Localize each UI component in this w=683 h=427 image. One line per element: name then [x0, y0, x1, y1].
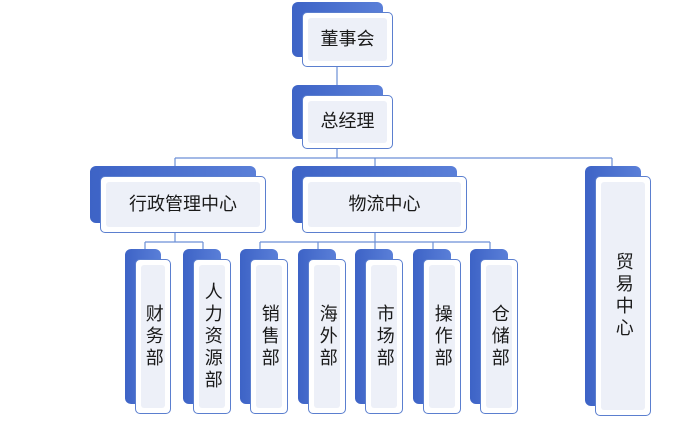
node-operations: 操作部: [413, 249, 461, 414]
node-logistics-center-label: 物流中心: [348, 193, 421, 215]
node-sales: 销售部: [240, 249, 288, 414]
node-overseas-label: 海外部: [316, 303, 338, 370]
node-market-label: 市场部: [373, 303, 395, 370]
node-admin-center: 行政管理中心: [90, 166, 266, 233]
node-board: 董事会: [292, 2, 393, 67]
node-logistics-center: 物流中心: [292, 166, 467, 233]
node-board-label: 董事会: [320, 28, 375, 50]
node-finance: 财务部: [125, 249, 171, 414]
node-trade-center-label: 贸易中心: [612, 252, 634, 340]
node-overseas: 海外部: [298, 249, 346, 414]
node-general-manager: 总经理: [292, 85, 393, 149]
node-admin-center-label: 行政管理中心: [129, 193, 237, 215]
node-warehouse: 仓储部: [470, 249, 518, 414]
node-sales-label: 销售部: [258, 303, 280, 370]
node-hr-label: 人力资源部: [201, 281, 223, 392]
node-operations-label: 操作部: [431, 303, 453, 370]
node-trade-center: 贸易中心: [585, 166, 651, 416]
node-hr: 人力资源部: [183, 249, 231, 414]
node-finance-label: 财务部: [142, 303, 164, 370]
node-gm-label: 总经理: [320, 111, 375, 133]
node-warehouse-label: 仓储部: [488, 303, 510, 370]
node-market: 市场部: [355, 249, 403, 414]
